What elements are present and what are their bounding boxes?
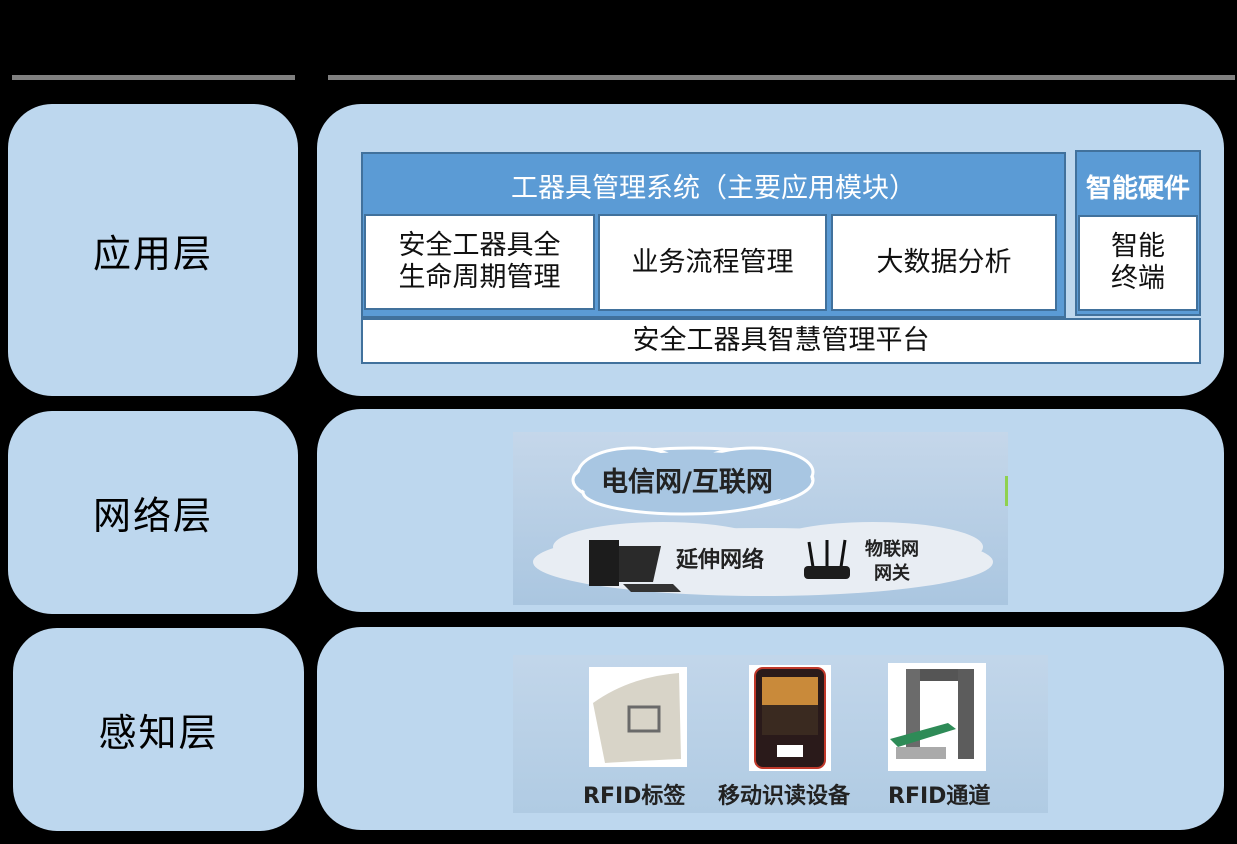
gateway-label-line: 网关 [874,563,910,584]
module-label: 业务流程管理 [631,246,794,278]
network-diagram: 电信网/互联网 延伸网络 物联网 网关 [513,432,1008,605]
device-label: RFID标签 [583,784,686,809]
cloud-top-label: 电信网/互联网 [601,467,773,498]
module-big-data: 大数据分析 [831,214,1057,311]
handheld-reader-icon [749,665,831,771]
layer-title: 网络层 [92,494,213,538]
extension-network-label: 延伸网络 [676,548,765,573]
computer-icon [589,540,681,592]
system-header: 工器具管理系统（主要应用模块） [511,173,916,204]
platform-label: 安全工器具智慧管理平台 [632,325,930,356]
right-header-rule [328,75,1235,80]
hardware-label-line: 终端 [1111,263,1165,294]
device-label: 移动识读设备 [718,784,851,809]
layer-label-network: 网络层 [8,411,298,614]
gateway-label-line: 物联网 [865,539,919,560]
layer-title: 感知层 [98,711,219,755]
module-label-line: 生命周期管理 [398,262,561,293]
hardware-smart-terminal: 智能 终端 [1078,215,1198,311]
module-label-line: 安全工器具全 [398,230,561,261]
hardware-label-line: 智能 [1111,231,1165,262]
gateway-label: 物联网 网关 [865,538,919,586]
layer-label-perception: 感知层 [13,628,304,831]
layer-label-application: 应用层 [8,104,298,396]
module-business-process: 业务流程管理 [598,214,827,311]
perception-devices: RFID标签 移动识读设备 RFID通道 [513,655,1048,813]
rfid-tag-icon [589,667,687,767]
hardware-header: 智能硬件 [1085,174,1190,204]
device-label: RFID通道 [888,784,991,809]
left-header-rule [12,75,295,80]
platform-bar: 安全工器具智慧管理平台 [361,318,1201,364]
rfid-gate-icon [888,663,986,771]
module-label: 大数据分析 [876,246,1012,278]
cloud-shapes [533,446,1008,596]
application-layer-panel: 工器具管理系统（主要应用模块） 安全工器具全 生命周期管理 业务流程管理 大数据… [317,104,1224,396]
layer-title: 应用层 [92,231,213,276]
router-icon [804,539,850,579]
module-lifecycle: 安全工器具全 生命周期管理 [364,214,595,310]
